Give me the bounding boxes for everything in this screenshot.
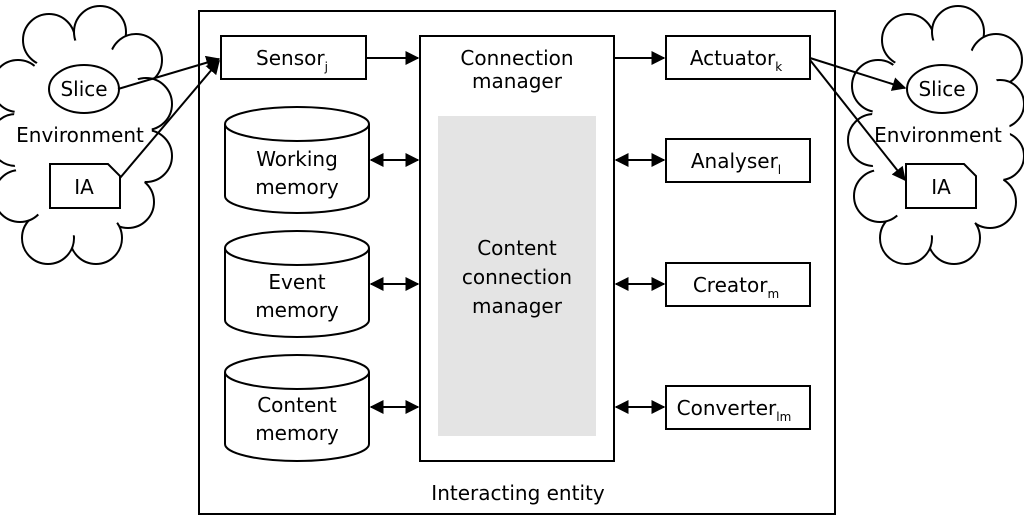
event-memory-line2: memory xyxy=(255,298,339,322)
interacting-entity: Interacting entity xyxy=(198,10,836,515)
analyser-label: Analyserl xyxy=(691,149,781,177)
creator-label: Creatorm xyxy=(693,273,779,301)
creator-box: Creatorm xyxy=(665,262,811,307)
working-memory-line2: memory xyxy=(255,175,339,199)
right-slice-label: Slice xyxy=(918,77,965,101)
actuator-label: Actuatork xyxy=(690,46,782,74)
left-slice-label: Slice xyxy=(60,77,107,101)
left-environment-label: Environment xyxy=(16,123,144,147)
analyser-box: Analyserl xyxy=(665,138,811,183)
ia-to-sensor-arrow xyxy=(119,59,220,179)
working-memory: Working memory xyxy=(224,106,370,214)
content-memory-line1: Content xyxy=(257,393,337,417)
content-memory: Content memory xyxy=(224,354,370,462)
content-connection-manager: Content connection manager xyxy=(438,116,596,436)
content-connection-manager-line1: Content xyxy=(477,236,557,260)
converter-label: Converterlm xyxy=(677,396,792,424)
right-environment-label: Environment xyxy=(874,123,1002,147)
converter-box: Converterlm xyxy=(665,385,811,430)
left-ia-document xyxy=(49,163,121,209)
actuator-to-slice-arrow xyxy=(809,57,907,91)
right-ia-document xyxy=(905,163,977,209)
right-environment-cloud: Slice Environment IA xyxy=(847,5,1024,265)
actuator-box: Actuatork xyxy=(665,35,811,80)
connection-manager-label-line1: Connection xyxy=(460,46,573,70)
right-slice-ellipse xyxy=(906,64,978,114)
interacting-entity-label: Interacting entity xyxy=(431,481,605,505)
sensor-label: Sensorj xyxy=(256,46,328,74)
event-memory: Event memory xyxy=(224,230,370,338)
actuator-to-ia-arrow xyxy=(809,59,906,182)
working-memory-line1: Working xyxy=(256,147,338,171)
slice-to-sensor-arrow xyxy=(117,55,221,90)
left-ia-label: IA xyxy=(74,175,94,199)
content-connection-manager-line3: manager xyxy=(472,294,563,318)
left-environment-cloud: Slice Environment IA xyxy=(0,5,173,265)
content-connection-manager-line2: connection xyxy=(462,265,572,289)
sensor-box: Sensorj xyxy=(220,35,367,80)
event-memory-line1: Event xyxy=(268,270,325,294)
connection-manager-label-line2: manager xyxy=(472,69,563,93)
right-ia-label: IA xyxy=(931,175,951,199)
content-memory-line2: memory xyxy=(255,421,339,445)
